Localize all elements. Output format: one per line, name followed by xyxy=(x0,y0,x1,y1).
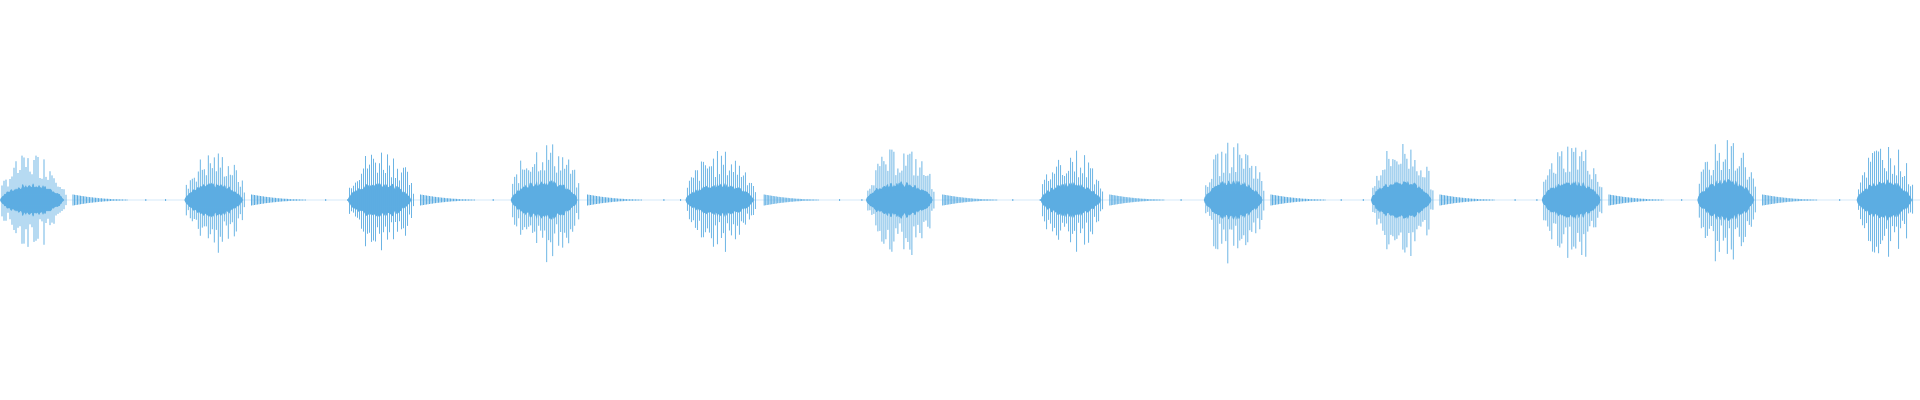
waveform-burst-tail xyxy=(1270,194,1326,206)
waveform-bursts xyxy=(0,140,1920,264)
waveform-burst-12 xyxy=(1856,147,1920,257)
waveform-burst-spikes xyxy=(686,151,756,252)
waveform-burst-spikes xyxy=(1372,144,1434,256)
waveform-burst-core xyxy=(184,182,252,218)
waveform-burst-tail xyxy=(942,194,998,206)
waveform-burst-1 xyxy=(0,155,195,247)
waveform-burst-spikes xyxy=(512,144,580,263)
waveform-burst-spikes xyxy=(185,153,245,253)
waveform-burst-tail xyxy=(1608,194,1664,206)
waveform-burst-6 xyxy=(865,149,1060,255)
waveform-burst-tail xyxy=(1109,194,1165,206)
waveform-burst-5 xyxy=(685,151,886,252)
waveform-burst-tail xyxy=(72,194,128,206)
waveform-burst-tail xyxy=(420,194,475,206)
waveform-burst-spikes xyxy=(1698,140,1756,262)
waveform-burst-tail xyxy=(763,194,819,206)
waveform-burst-core xyxy=(1203,179,1271,221)
waveform-burst-spikes xyxy=(1,155,67,247)
waveform-burst-7 xyxy=(1040,150,1225,252)
waveform-burst-8 xyxy=(1203,142,1389,264)
waveform-burst-spikes xyxy=(867,149,935,255)
waveform-burst-tail xyxy=(587,194,642,206)
waveform-burst-4 xyxy=(510,144,703,263)
waveform-burst-spikes xyxy=(1042,150,1104,252)
waveform-burst-9 xyxy=(1370,144,1562,256)
waveform-burst-spikes xyxy=(349,152,414,251)
waveform-burst-spikes xyxy=(1205,142,1265,264)
waveform-burst-3 xyxy=(347,152,536,251)
waveform-burst-10 xyxy=(1541,146,1727,258)
waveform-burst-tail xyxy=(1762,194,1818,206)
waveform-burst-tail xyxy=(1439,194,1495,206)
waveform-burst-spikes xyxy=(1858,147,1914,257)
waveform-burst-core xyxy=(1040,182,1110,218)
waveform-burst-2 xyxy=(184,153,371,253)
waveform-burst-tail xyxy=(251,194,306,206)
waveform-burst-11 xyxy=(1697,140,1885,262)
waveform-burst-core xyxy=(685,182,764,218)
waveform-burst-spikes xyxy=(1543,146,1603,258)
